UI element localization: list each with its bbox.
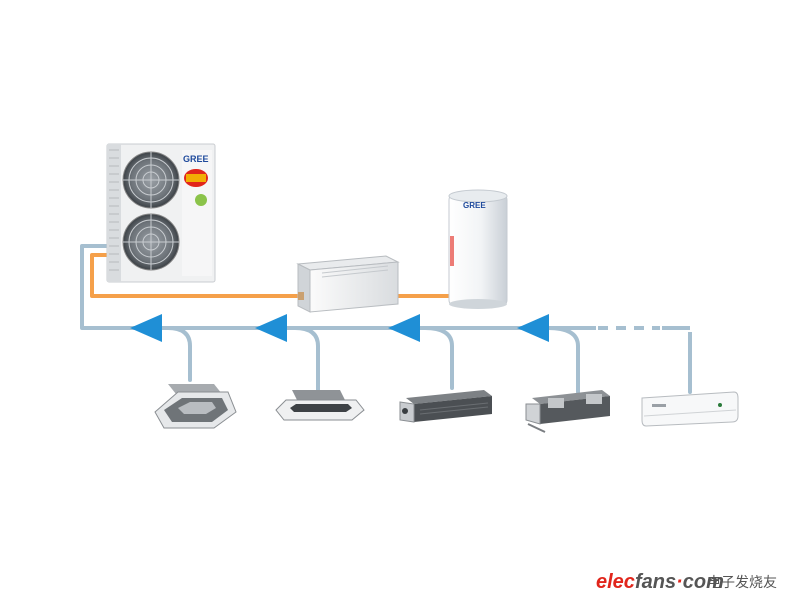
brand-logo: GREE: [183, 154, 209, 164]
water-tank: GREE: [448, 189, 508, 309]
indoor-unit-four-way-cassette: [154, 384, 237, 429]
flow-arrows: [130, 314, 549, 342]
indoor-unit-one-way-cassette: [275, 390, 365, 421]
svg-text:elecfans·com: elecfans·com: [596, 571, 724, 593]
indoor-unit-wall-mounted: [641, 391, 739, 427]
dashed-continuation: [596, 324, 696, 332]
watermark: elecfans·com 电子发烧友: [596, 571, 777, 593]
fan-coil-unit: [296, 255, 400, 313]
flow-arrow-icon: [255, 314, 287, 342]
refrigerant-branch-2: [293, 326, 320, 394]
refrigerant-pipe-network: [80, 244, 692, 394]
refrigerant-branch-1: [166, 326, 192, 382]
refrigerant-branch-4: [546, 326, 580, 394]
indicator-icon: [718, 403, 722, 407]
watermark-cn: 电子发烧友: [707, 575, 777, 591]
eco-label-icon: [195, 194, 207, 206]
indoor-unit-slim-duct: [399, 390, 492, 423]
flow-arrow-icon: [517, 314, 549, 342]
outdoor-unit: GREE: [106, 143, 216, 283]
watermark-part1: elec: [596, 571, 635, 593]
refrigerant-main-line: [80, 244, 692, 394]
watermark-dot: ·: [676, 571, 683, 593]
flow-arrow-icon: [388, 314, 420, 342]
flow-arrow-icon: [130, 314, 162, 342]
water-pipe-loop: [90, 253, 302, 298]
refrigerant-branch-3: [423, 326, 454, 390]
tank-brand-logo: GREE: [463, 201, 486, 210]
watermark-part2: fans: [635, 571, 676, 593]
indoor-unit-duct: [525, 390, 610, 433]
watermark-part3: com: [683, 571, 724, 593]
